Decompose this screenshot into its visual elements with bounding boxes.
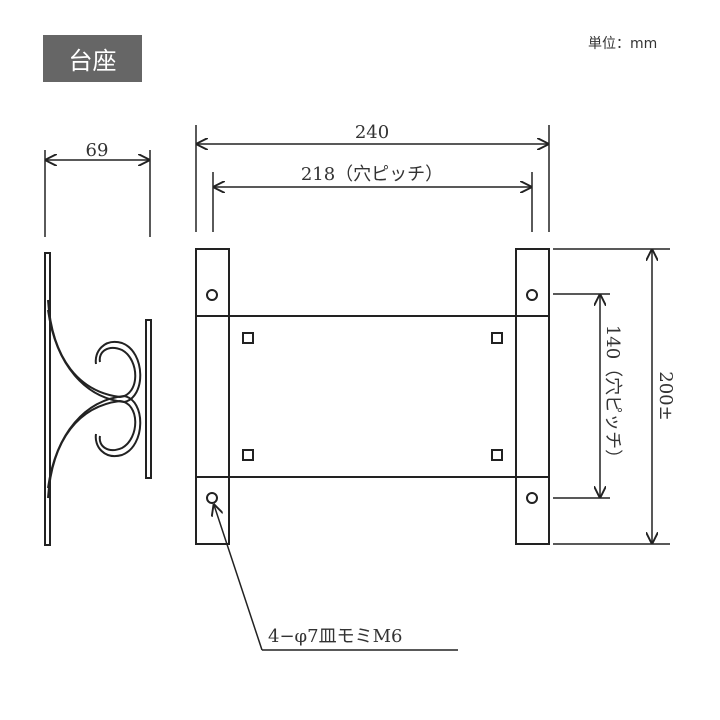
base-plate xyxy=(195,315,550,478)
square-hole xyxy=(242,332,254,344)
left-foot xyxy=(195,248,230,545)
right-foot xyxy=(515,248,550,545)
scroll-upper xyxy=(47,299,137,399)
title-badge: 台座 xyxy=(43,35,142,82)
unit-label: 単位：mm xyxy=(588,36,658,52)
mount-hole xyxy=(526,492,538,504)
square-hole xyxy=(491,449,503,461)
side-back-plate xyxy=(44,252,51,546)
mount-hole xyxy=(206,492,218,504)
side-front-plate xyxy=(145,319,152,479)
square-hole xyxy=(491,332,503,344)
dimension-depth-label: 69 xyxy=(86,140,109,161)
title-text: 台座 xyxy=(68,47,117,75)
mount-hole xyxy=(206,289,218,301)
front-view: 240 218（穴ピッチ） 200± 140（穴ピッチ） 4−φ7皿モミM6 xyxy=(195,122,676,651)
square-hole xyxy=(242,449,254,461)
scroll-lower-inner xyxy=(47,394,142,489)
dimension-width-label: 240 xyxy=(355,122,389,143)
mount-hole xyxy=(526,289,538,301)
scroll-lower xyxy=(47,399,137,499)
dimension-height-label: 200± xyxy=(655,371,676,420)
side-view: 69 xyxy=(44,140,152,546)
dimension-pitch-width-label: 218（穴ピッチ） xyxy=(301,164,443,185)
scroll-upper-inner xyxy=(47,309,142,404)
dimension-pitch-height-label: 140（穴ピッチ） xyxy=(602,325,623,467)
callout-label: 4−φ7皿モミM6 xyxy=(268,626,402,647)
callout-leader xyxy=(214,505,263,651)
